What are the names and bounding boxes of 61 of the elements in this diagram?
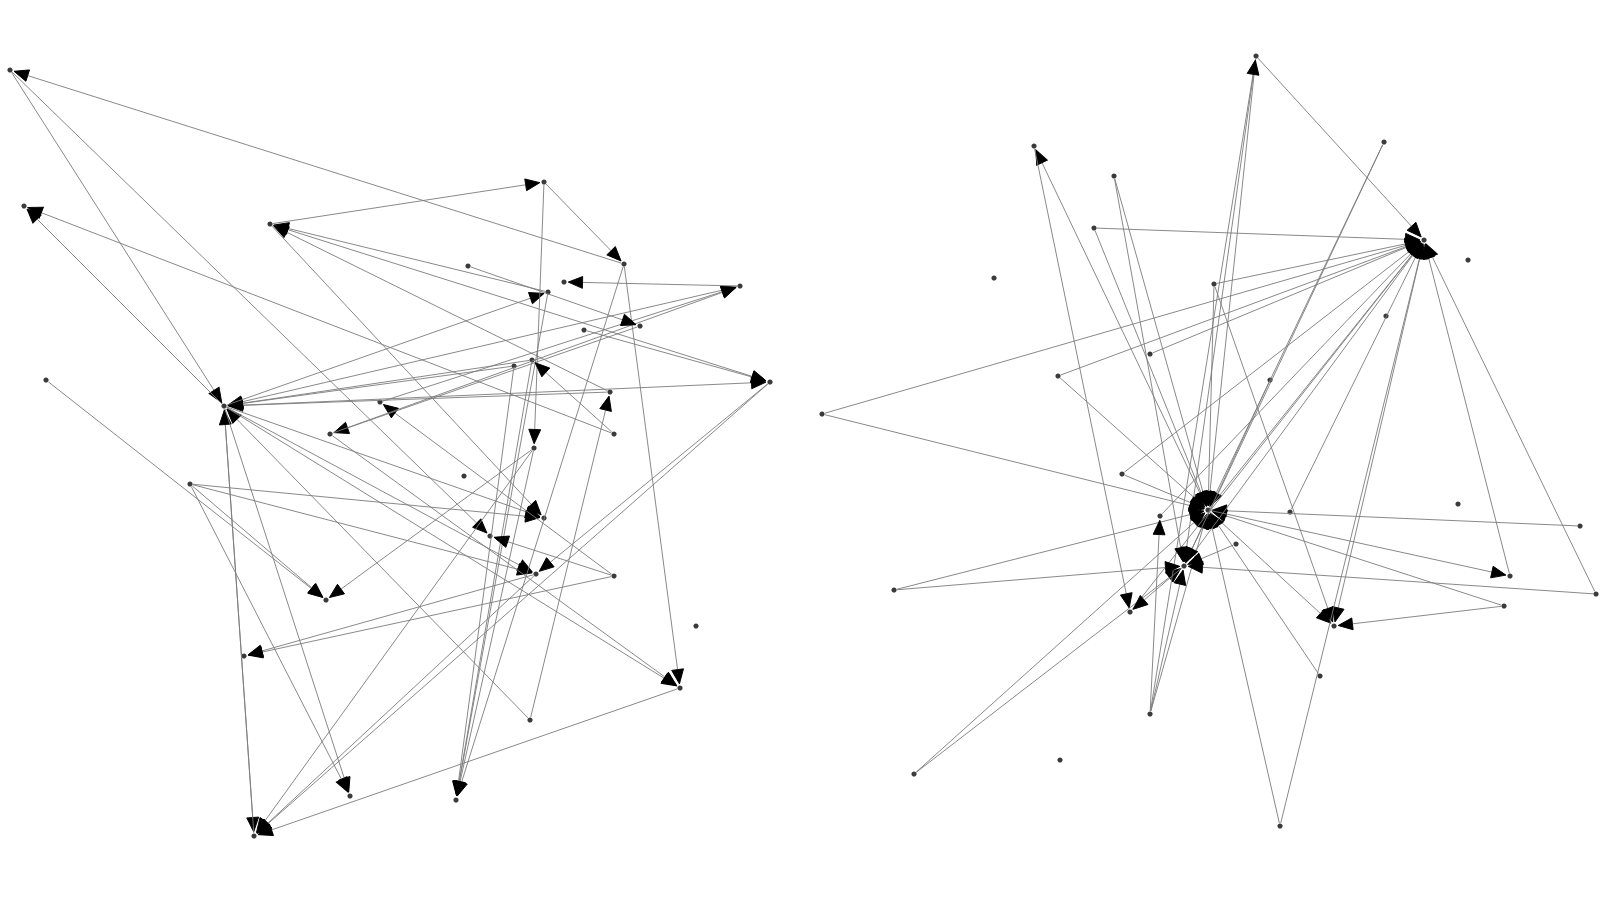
arrow <box>257 688 678 836</box>
arrow <box>623 266 684 685</box>
arrow <box>333 326 638 434</box>
arrow <box>1149 519 1166 712</box>
arrow <box>11 72 223 403</box>
arrow <box>530 395 612 718</box>
arrow <box>256 383 769 834</box>
arrow <box>1150 569 1187 712</box>
arrow <box>1425 243 1596 592</box>
arrow <box>247 576 612 659</box>
arrow <box>13 69 622 264</box>
arrow <box>1114 178 1188 563</box>
arrow <box>273 225 608 392</box>
arrow <box>26 208 223 405</box>
arrow <box>470 266 637 326</box>
arrow <box>1337 605 1502 631</box>
arrow <box>192 484 533 576</box>
arrow <box>11 71 488 534</box>
arrow <box>538 383 769 572</box>
arrow <box>1210 510 1507 579</box>
arrow <box>190 486 349 793</box>
arrow <box>1209 511 1332 624</box>
arrow <box>227 365 512 410</box>
arrow <box>1211 509 1502 606</box>
arrow <box>382 285 737 402</box>
arrow <box>534 362 613 433</box>
arrow <box>192 483 541 523</box>
arrow <box>1185 382 1270 563</box>
arrow <box>1124 474 1205 509</box>
arrow <box>256 450 533 834</box>
arrow <box>1132 567 1183 610</box>
arrow <box>226 292 545 406</box>
arrow <box>1205 513 1280 824</box>
arrow <box>493 535 612 576</box>
arrow <box>528 184 545 445</box>
arrow <box>896 508 1205 590</box>
arrow <box>1216 237 1421 284</box>
arrow <box>915 512 1206 773</box>
arrow <box>586 330 767 384</box>
arrow <box>1209 513 1319 674</box>
arrow <box>915 568 1182 773</box>
arrow <box>271 225 542 516</box>
arrow <box>328 449 533 598</box>
arrow <box>896 561 1181 591</box>
arrow <box>545 183 622 262</box>
arrow <box>332 435 678 686</box>
arrow <box>1202 286 1215 507</box>
arrow <box>226 408 529 719</box>
arrow <box>1150 59 1260 712</box>
arrow <box>1257 57 1422 238</box>
arrow <box>382 404 613 575</box>
arrow <box>1280 243 1426 824</box>
arrow <box>1187 560 1594 595</box>
arrow <box>191 485 324 598</box>
arrow <box>1034 148 1133 609</box>
arrow <box>455 266 624 797</box>
arrow <box>567 276 738 289</box>
arrow <box>272 178 541 224</box>
arrow <box>1187 544 1234 565</box>
arrow <box>27 206 612 434</box>
arrow <box>1214 286 1334 623</box>
